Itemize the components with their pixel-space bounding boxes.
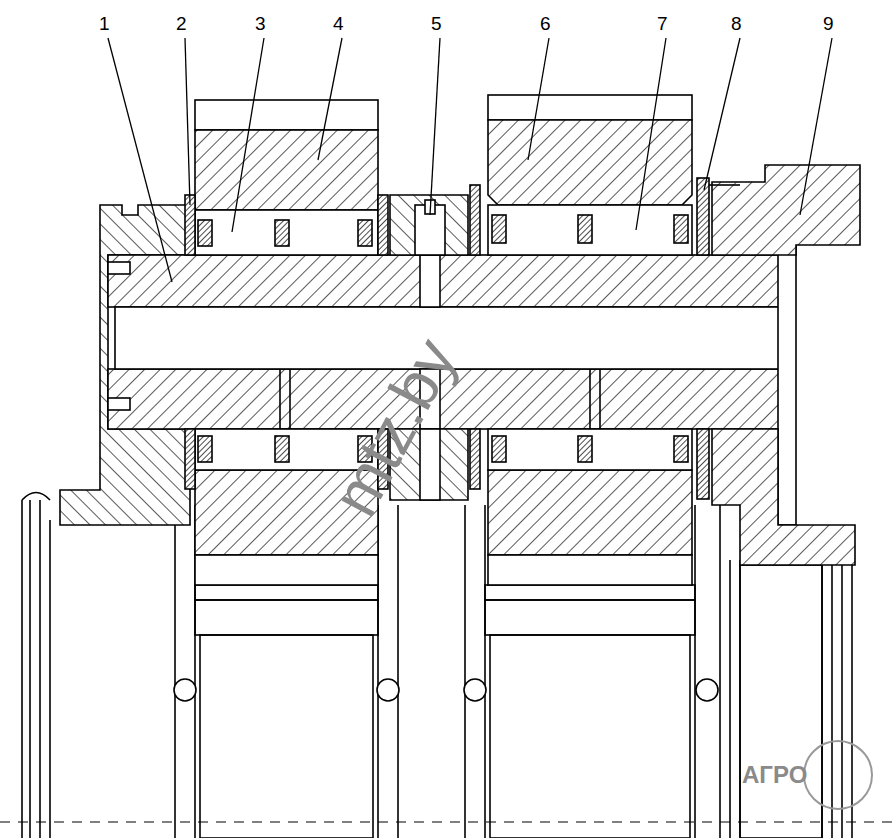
callout-number: 2 [176, 14, 187, 33]
gear-right [488, 95, 692, 585]
callout-number: 4 [333, 14, 344, 33]
right-housing [712, 165, 860, 255]
gear-left [195, 100, 378, 585]
logo-text: АГРО [742, 763, 807, 787]
callout-number: 3 [255, 14, 266, 33]
callout-number: 8 [731, 14, 742, 33]
callout-number: 9 [823, 14, 834, 33]
callout-number: 6 [540, 14, 551, 33]
logo-ring [804, 741, 872, 809]
callout-number: 5 [431, 14, 442, 33]
thrust-washers [185, 178, 709, 499]
callout-number: 7 [657, 14, 668, 33]
right-housing [712, 429, 855, 565]
callout-number: 1 [99, 14, 110, 33]
leader-lines [108, 38, 832, 282]
